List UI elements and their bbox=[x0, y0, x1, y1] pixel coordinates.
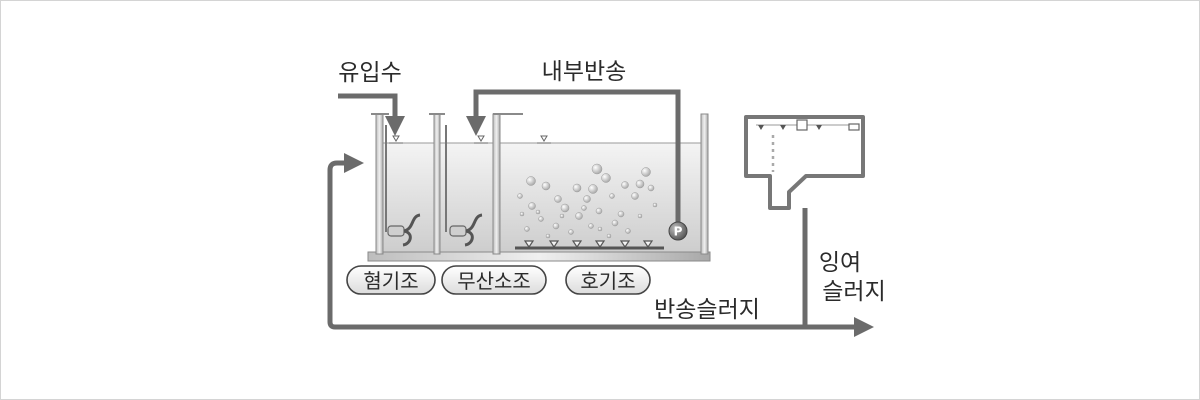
excess-sludge-label-line2: 슬러지 bbox=[822, 279, 885, 305]
anoxic-tank-label: 무산소조 bbox=[457, 269, 531, 293]
pump-icon: P bbox=[668, 221, 688, 241]
influent-line bbox=[338, 93, 405, 136]
return-sludge-label: 반송슬러지 bbox=[654, 297, 760, 323]
air-bubbles bbox=[517, 163, 658, 239]
internal-return-line bbox=[466, 89, 681, 226]
influent-label: 유입수 bbox=[338, 60, 401, 86]
return-sludge-line bbox=[327, 153, 808, 330]
aerobic-tank-pill: 호기조 bbox=[565, 265, 651, 295]
pump-label: P bbox=[674, 225, 683, 239]
aerobic-tank-label: 호기조 bbox=[580, 269, 635, 293]
anoxic-tank-pill: 무산소조 bbox=[441, 265, 547, 295]
water-level-marker-icon bbox=[389, 135, 551, 144]
mixer-anoxic-icon bbox=[449, 213, 483, 247]
excess-sludge-label-line1: 잉여 bbox=[819, 250, 861, 276]
wall-right bbox=[700, 113, 709, 255]
water-body bbox=[383, 143, 701, 253]
tank-floor bbox=[367, 251, 711, 262]
internal-return-label: 내부반송 bbox=[542, 59, 627, 85]
anaerobic-tank-label: 혐기조 bbox=[363, 269, 418, 293]
clarifier-icon bbox=[744, 115, 865, 210]
wall-left bbox=[375, 113, 384, 255]
wall-anaerobic-anoxic bbox=[433, 113, 441, 255]
diffuser-icon bbox=[523, 240, 654, 249]
mixer-anaerobic-icon bbox=[387, 213, 421, 247]
anaerobic-tank-pill: 혐기조 bbox=[346, 265, 436, 295]
wall-anoxic-aerobic bbox=[492, 113, 501, 255]
